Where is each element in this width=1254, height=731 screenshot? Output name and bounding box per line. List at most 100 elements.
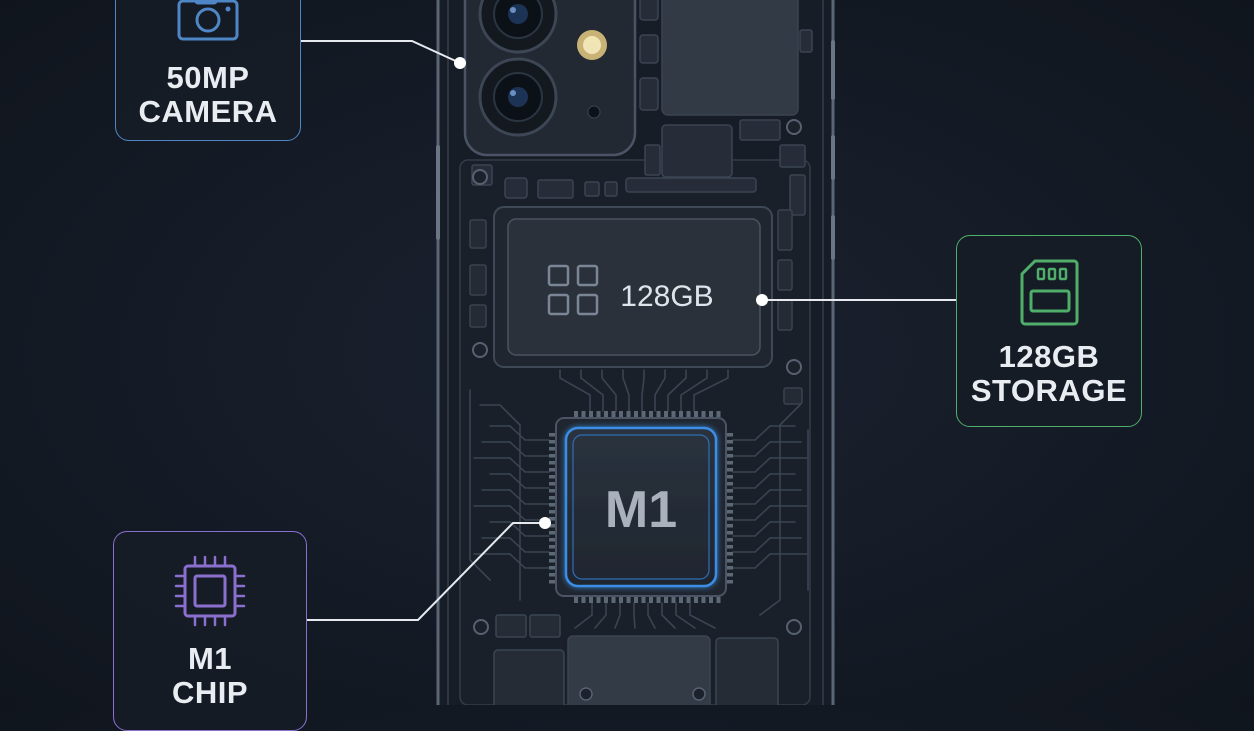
chip-pin: [596, 597, 601, 603]
leader-dots: [454, 57, 768, 529]
chip-pin: [549, 552, 555, 556]
camera-callout: 50MP CAMERA: [115, 0, 301, 141]
chip-pin: [649, 597, 653, 603]
chip-pin: [549, 538, 555, 542]
chip-pin: [664, 597, 668, 603]
circuit-trace: [689, 602, 716, 629]
circuit-trace: [489, 425, 550, 441]
circuit-trace: [580, 369, 604, 412]
chip-pin: [727, 482, 733, 486]
circuit-trace: [661, 602, 676, 629]
chip-pin: [604, 411, 608, 417]
circuit-trace: [489, 473, 550, 489]
chip-pin: [679, 597, 683, 603]
circuit-trace: [641, 369, 645, 412]
circuit-trace: [732, 505, 808, 521]
phone-exploded-diagram: 128GB M1: [300, 0, 956, 705]
circuit-trace: [732, 489, 802, 505]
chip-pin: [664, 411, 668, 417]
circuit-trace: [732, 425, 796, 441]
circuit-trace: [473, 553, 550, 569]
chip-pin: [727, 524, 733, 528]
chip-pin: [649, 411, 653, 417]
chip-pin: [727, 545, 733, 549]
chip-pin: [709, 411, 713, 417]
board-screws: [472, 119, 802, 635]
circuit-trace: [574, 602, 593, 629]
chip-pin: [549, 433, 555, 437]
chip-pin: [694, 597, 698, 603]
chip-pin: [549, 545, 555, 549]
chip-pin: [686, 597, 691, 603]
chip-pin: [727, 496, 733, 500]
circuit-trace: [559, 369, 591, 412]
upper-board-components: [471, 0, 813, 216]
chip-pin: [549, 510, 555, 514]
chip-pin: [671, 597, 676, 603]
circuit-trace: [594, 602, 607, 629]
chip-pin: [701, 411, 706, 417]
chip-pin: [671, 411, 676, 417]
chip-pin: [581, 597, 586, 603]
circuit-trace: [667, 369, 687, 412]
chip-pin: [641, 411, 646, 417]
chip-label: M1: [605, 481, 677, 539]
chip-pin: [727, 440, 733, 444]
chip-pin: [727, 468, 733, 472]
circuit-trace: [693, 369, 729, 412]
chip-pin: [549, 468, 555, 472]
sd-card-icon: [1020, 259, 1079, 326]
chip-pin: [727, 538, 733, 542]
chip-pin: [701, 597, 706, 603]
chip-pin: [611, 597, 616, 603]
storage-callout: 128GB STORAGE: [956, 235, 1142, 427]
chip-pin: [549, 531, 555, 535]
chip-pin: [549, 475, 555, 479]
chip-pin: [549, 447, 555, 451]
circuit-trace: [601, 369, 617, 412]
camera-icon: [177, 0, 239, 41]
chip-pin: [604, 597, 608, 603]
chip-pin: [549, 524, 555, 528]
chip-pin: [686, 411, 691, 417]
circuit-trace: [675, 602, 696, 629]
chip-pin: [656, 411, 661, 417]
chip-pin: [634, 597, 638, 603]
camera-module: [463, 0, 637, 157]
chip-pin: [727, 566, 733, 570]
chip-pin: [596, 411, 601, 417]
chip-pin: [727, 461, 733, 465]
circuit-trace: [654, 369, 666, 412]
chip-pin: [549, 580, 555, 584]
chip-pin: [549, 496, 555, 500]
chip-pin: [727, 503, 733, 507]
circuit-trace: [473, 457, 550, 473]
chip-pin: [549, 503, 555, 507]
chip-pin: [656, 597, 661, 603]
storage-leader-dot: [756, 294, 768, 306]
chip-pin: [549, 566, 555, 570]
circuit-trace: [732, 521, 796, 537]
chip-pin: [727, 580, 733, 584]
chip-pin: [549, 489, 555, 493]
chip-pin: [626, 597, 631, 603]
camera-leader-dot: [454, 57, 466, 69]
chip-pin: [589, 411, 593, 417]
m1-processor: M1: [549, 411, 733, 603]
circuit-trace: [732, 473, 796, 489]
processor-chip-icon: [174, 555, 246, 627]
circuit-trace: [759, 404, 801, 616]
chip-leader-dot: [539, 517, 551, 529]
chip-pin: [634, 411, 638, 417]
chip-pin: [716, 597, 721, 603]
chip-pin: [709, 597, 713, 603]
storage-module-label: 128GB: [620, 280, 713, 313]
side-components: [469, 209, 803, 405]
chip-pin: [549, 440, 555, 444]
circuit-trace: [481, 537, 550, 553]
chip-pin: [727, 475, 733, 479]
circuit-trace: [481, 441, 550, 457]
chip-pin: [727, 552, 733, 556]
chip-pins: [549, 411, 733, 603]
circuit-traces: [469, 369, 809, 629]
